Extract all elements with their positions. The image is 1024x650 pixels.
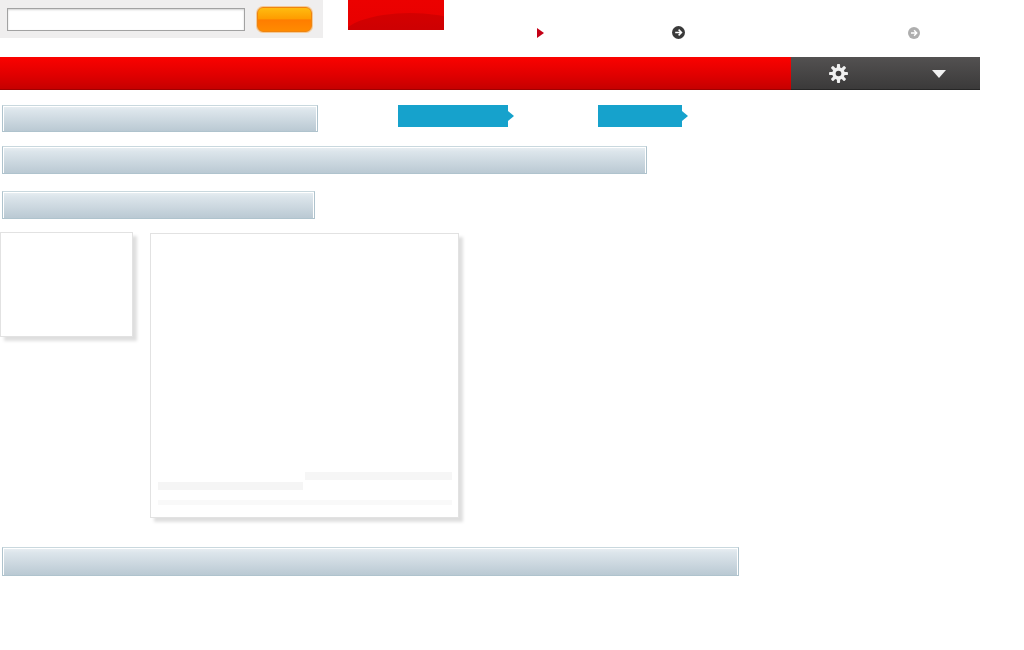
search-panel (0, 0, 323, 38)
ribbon-button-1[interactable] (398, 105, 508, 127)
play-icon (537, 28, 544, 38)
placeholder-line (305, 472, 452, 480)
settings-bar (791, 57, 980, 90)
placeholder-bar-bottom (2, 547, 739, 576)
search-input[interactable] (7, 8, 245, 31)
placeholder-line (158, 482, 303, 490)
placeholder-bar-1 (2, 105, 318, 132)
arrow-circle-dark-icon[interactable] (672, 26, 685, 39)
placeholder-bar-2 (2, 146, 647, 174)
promo-banner[interactable] (348, 0, 444, 30)
ribbon-button-2[interactable] (598, 105, 682, 127)
search-button[interactable] (257, 7, 312, 32)
arrow-circle-light-icon[interactable] (908, 27, 920, 39)
content-card-small (0, 232, 133, 337)
placeholder-line (158, 500, 452, 505)
main-nav-bar (0, 57, 791, 90)
caret-down-icon[interactable] (932, 70, 946, 78)
gear-icon[interactable] (828, 63, 849, 84)
placeholder-bar-3 (2, 191, 315, 219)
